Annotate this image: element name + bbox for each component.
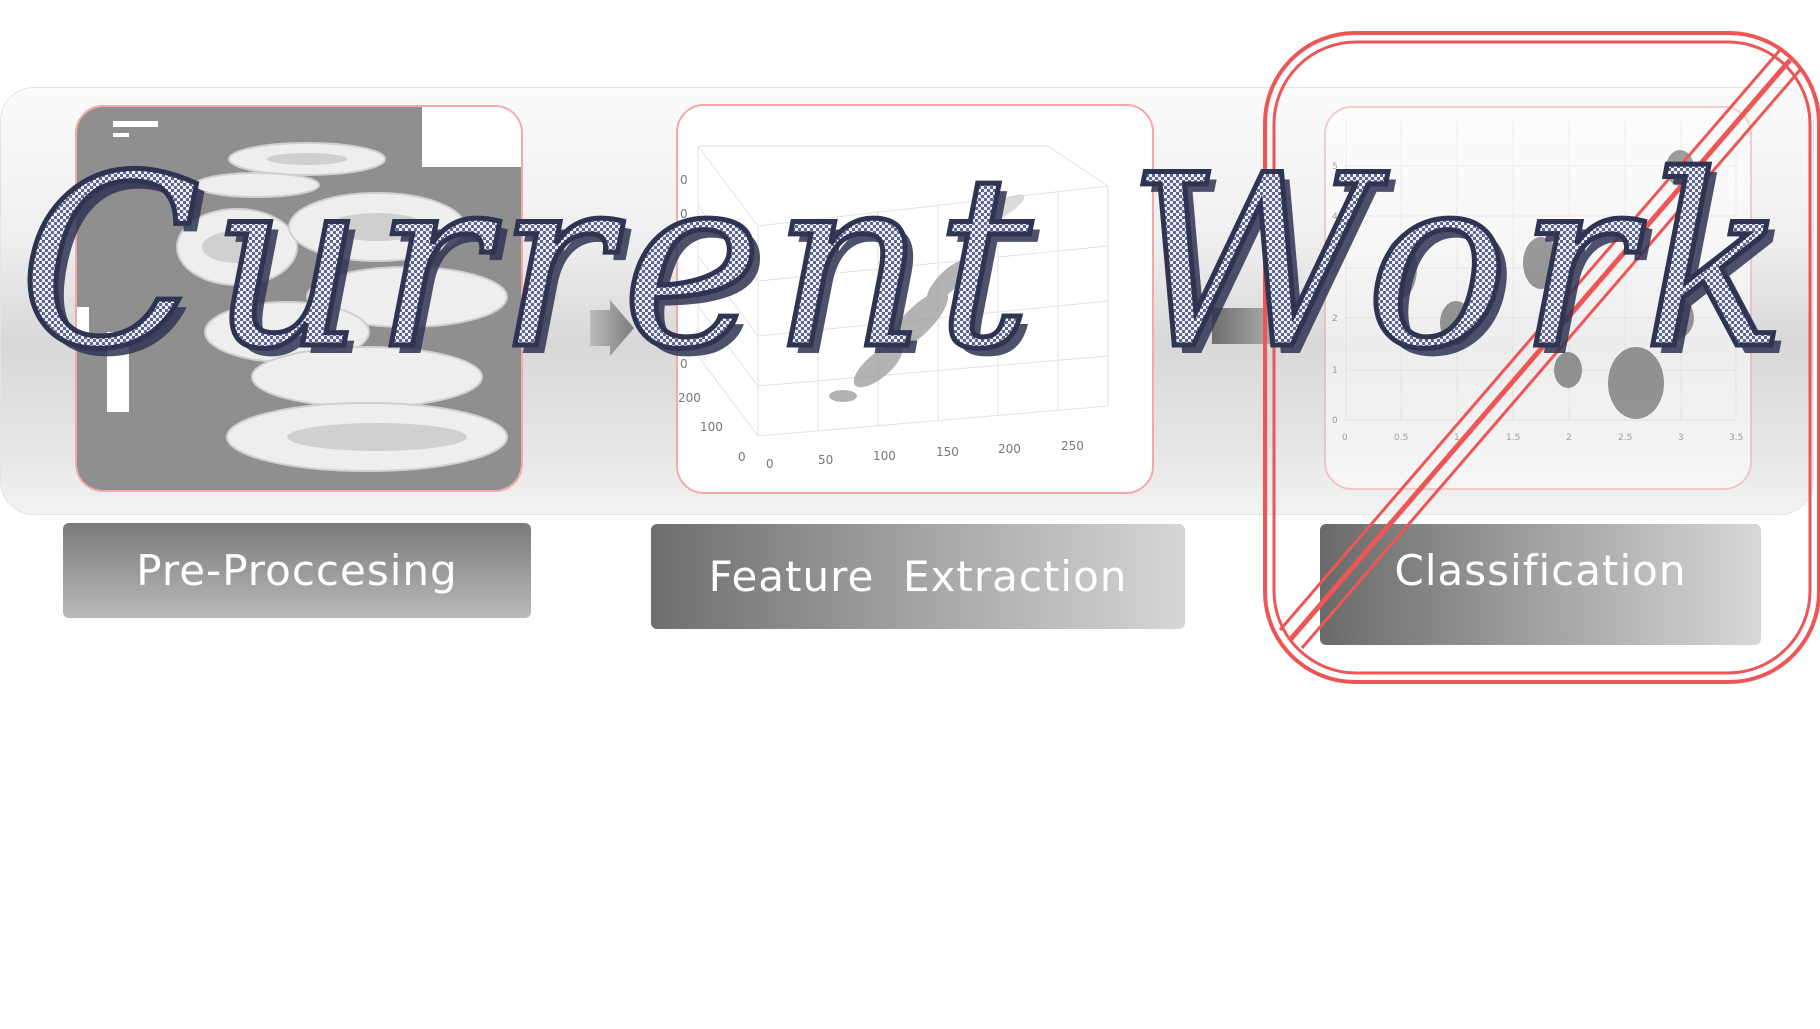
cls-x-tick: 1.5 <box>1506 433 1520 443</box>
cls-y-tick: 0 <box>1332 416 1338 426</box>
feat-x-tick: 100 <box>873 449 896 463</box>
feat-y-tick: 100 <box>700 420 723 434</box>
arrow-right-icon <box>1212 308 1282 344</box>
cls-y-tick: 4 <box>1332 212 1338 222</box>
stage-label-classification: Classification <box>1320 524 1761 645</box>
stage-label-preprocessing: Pre-Proccesing <box>63 523 531 618</box>
cls-y-tick: 5 <box>1332 162 1338 172</box>
feat-y-tick: 0 <box>680 173 688 187</box>
cls-x-tick: 3.5 <box>1729 433 1743 443</box>
cls-x-tick: 2 <box>1566 433 1572 443</box>
cls-y-tick: 2 <box>1332 314 1338 324</box>
cls-x-tick: 2.5 <box>1618 433 1632 443</box>
cls-y-tick: 1 <box>1332 366 1338 376</box>
preprocessing-image <box>77 107 521 490</box>
cls-x-tick: 0.5 <box>1394 433 1408 443</box>
cls-y-tick: 3 <box>1332 264 1338 274</box>
cls-x-tick: 3 <box>1678 433 1684 443</box>
arrow-right-icon <box>590 300 634 356</box>
classification-plot-panel: 0 0.5 1 1.5 2 2.5 3 3.5 0 1 2 3 4 5 <box>1324 106 1752 490</box>
stage-label-feature-extraction: Feature Extraction <box>651 524 1185 629</box>
cls-x-tick: 1 <box>1454 433 1460 443</box>
feat-x-tick: 50 <box>818 453 833 467</box>
classification-plot: 0 0.5 1 1.5 2 2.5 3 3.5 0 1 2 3 4 5 <box>1332 118 1743 443</box>
feat-y-tick: 200 <box>678 391 701 405</box>
feat-x-tick: 150 <box>936 445 959 459</box>
feat-x-tick: 200 <box>998 442 1021 456</box>
feat-y-tick: 0 <box>738 450 746 464</box>
preprocessing-image-panel <box>75 105 523 492</box>
cls-x-tick: 0 <box>1342 433 1348 443</box>
feat-x-tick: 250 <box>1061 439 1084 453</box>
feat-y-tick: 0 <box>680 357 688 371</box>
feat-x-tick: 0 <box>766 457 774 471</box>
feat-y-tick: 0 <box>680 207 688 221</box>
feature-extraction-plot-panel: 0 50 100 150 200 250 0 100 200 0 0 0 <box>676 104 1154 494</box>
feature-extraction-plot: 0 50 100 150 200 250 0 100 200 0 0 0 <box>678 145 1109 471</box>
